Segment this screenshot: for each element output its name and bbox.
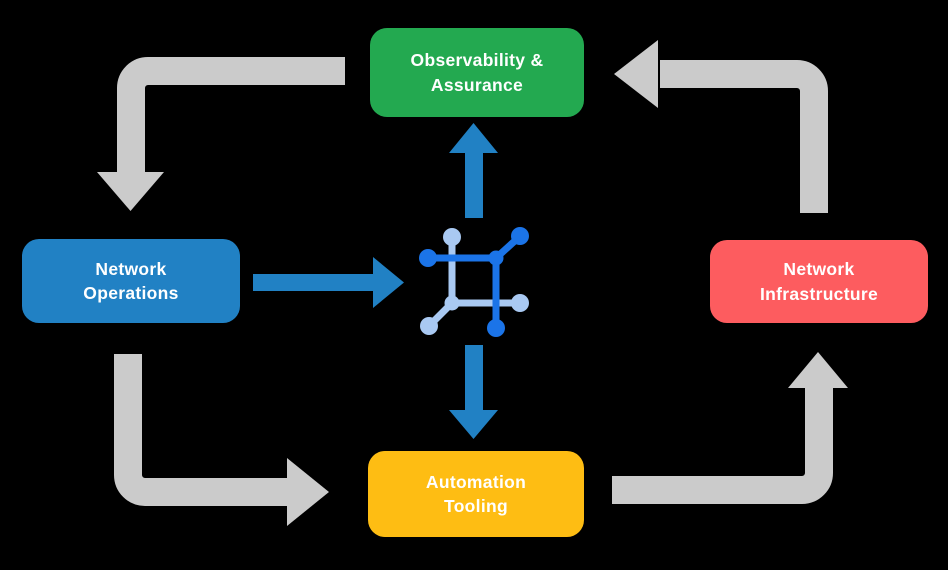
node-automation-tooling: Automation Tooling [368, 451, 584, 537]
arrow-center-to-observability [449, 123, 498, 218]
node-network-infrastructure: Network Infrastructure [710, 240, 928, 323]
arrow-infrastructure-to-observability [614, 40, 828, 213]
arrow-operations-to-center [253, 257, 404, 308]
arrow-observability-to-operations [97, 57, 345, 211]
arrow-center-to-automation [449, 345, 498, 439]
node-network-operations: Network Operations [22, 239, 240, 323]
node-observability-assurance: Observability & Assurance [370, 28, 584, 117]
network-mesh-icon [419, 227, 529, 337]
arrow-operations-to-automation [114, 354, 329, 526]
arrow-automation-to-infrastructure [612, 352, 848, 504]
